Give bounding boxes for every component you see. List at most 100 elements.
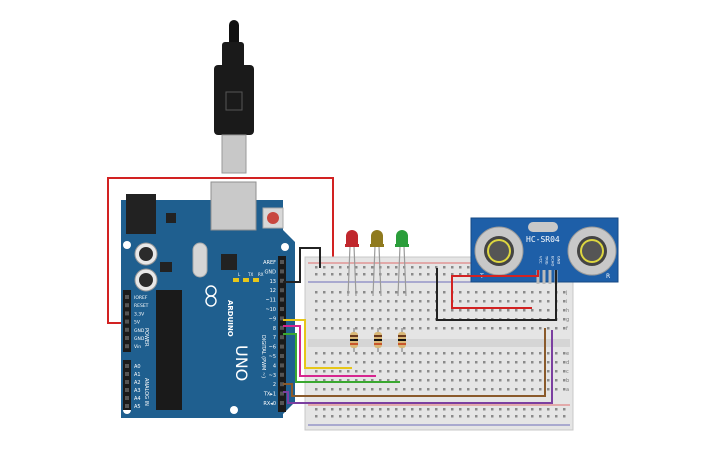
breadboard-hole[interactable] xyxy=(331,388,334,391)
breadboard-hole[interactable] xyxy=(347,309,350,312)
header-pin[interactable] xyxy=(280,335,284,340)
breadboard-hole[interactable] xyxy=(371,408,374,411)
breadboard-hole[interactable] xyxy=(539,309,542,312)
breadboard-hole[interactable] xyxy=(355,318,358,321)
breadboard-hole[interactable] xyxy=(539,300,542,303)
breadboard-hole[interactable] xyxy=(499,352,502,355)
breadboard-hole[interactable] xyxy=(491,352,494,355)
breadboard-hole[interactable] xyxy=(507,352,510,355)
breadboard-hole[interactable] xyxy=(323,370,326,373)
breadboard-hole[interactable] xyxy=(347,266,350,269)
breadboard-hole[interactable] xyxy=(395,361,398,364)
breadboard-hole[interactable] xyxy=(483,361,486,364)
breadboard-hole[interactable] xyxy=(531,352,534,355)
breadboard-hole[interactable] xyxy=(459,408,462,411)
header-pin[interactable] xyxy=(280,344,284,349)
breadboard-hole[interactable] xyxy=(339,408,342,411)
breadboard-hole[interactable] xyxy=(427,352,430,355)
breadboard-hole[interactable] xyxy=(467,327,470,330)
breadboard-hole[interactable] xyxy=(563,309,566,312)
breadboard-hole[interactable] xyxy=(355,273,358,276)
breadboard-hole[interactable] xyxy=(515,415,518,418)
breadboard-hole[interactable] xyxy=(355,266,358,269)
breadboard-hole[interactable] xyxy=(347,408,350,411)
breadboard-hole[interactable] xyxy=(451,370,454,373)
header-pin[interactable] xyxy=(125,388,129,392)
breadboard-hole[interactable] xyxy=(547,291,550,294)
breadboard-hole[interactable] xyxy=(395,370,398,373)
breadboard-hole[interactable] xyxy=(523,352,526,355)
breadboard-hole[interactable] xyxy=(355,309,358,312)
breadboard-hole[interactable] xyxy=(547,370,550,373)
breadboard-hole[interactable] xyxy=(387,300,390,303)
breadboard-hole[interactable] xyxy=(475,361,478,364)
breadboard-hole[interactable] xyxy=(323,408,326,411)
breadboard-hole[interactable] xyxy=(403,300,406,303)
header-pin[interactable] xyxy=(125,344,129,349)
breadboard-hole[interactable] xyxy=(499,370,502,373)
breadboard-hole[interactable] xyxy=(371,379,374,382)
breadboard-hole[interactable] xyxy=(371,318,374,321)
breadboard-hole[interactable] xyxy=(523,388,526,391)
breadboard-hole[interactable] xyxy=(467,408,470,411)
breadboard-hole[interactable] xyxy=(483,291,486,294)
breadboard-hole[interactable] xyxy=(411,309,414,312)
breadboard-hole[interactable] xyxy=(331,300,334,303)
breadboard-hole[interactable] xyxy=(339,388,342,391)
breadboard-hole[interactable] xyxy=(355,415,358,418)
breadboard-hole[interactable] xyxy=(363,300,366,303)
breadboard-hole[interactable] xyxy=(403,370,406,373)
breadboard-hole[interactable] xyxy=(459,388,462,391)
breadboard-hole[interactable] xyxy=(515,300,518,303)
header-pin[interactable] xyxy=(280,297,284,302)
breadboard-hole[interactable] xyxy=(395,309,398,312)
breadboard-hole[interactable] xyxy=(403,273,406,276)
breadboard-hole[interactable] xyxy=(443,327,446,330)
breadboard-hole[interactable] xyxy=(403,361,406,364)
breadboard-hole[interactable] xyxy=(531,415,534,418)
breadboard-hole[interactable] xyxy=(563,352,566,355)
header-pin[interactable] xyxy=(280,316,284,321)
breadboard-hole[interactable] xyxy=(411,273,414,276)
breadboard-hole[interactable] xyxy=(427,266,430,269)
breadboard-hole[interactable] xyxy=(483,352,486,355)
breadboard-hole[interactable] xyxy=(379,361,382,364)
breadboard-hole[interactable] xyxy=(323,291,326,294)
breadboard-hole[interactable] xyxy=(507,327,510,330)
breadboard-hole[interactable] xyxy=(363,291,366,294)
breadboard-hole[interactable] xyxy=(403,388,406,391)
breadboard-hole[interactable] xyxy=(563,370,566,373)
breadboard-hole[interactable] xyxy=(467,266,470,269)
breadboard-hole[interactable] xyxy=(539,370,542,373)
sensor-pin[interactable] xyxy=(548,270,552,284)
breadboard-hole[interactable] xyxy=(331,379,334,382)
breadboard-hole[interactable] xyxy=(491,388,494,391)
breadboard-hole[interactable] xyxy=(563,388,566,391)
breadboard-hole[interactable] xyxy=(491,361,494,364)
breadboard-hole[interactable] xyxy=(347,388,350,391)
breadboard-hole[interactable] xyxy=(523,327,526,330)
breadboard-hole[interactable] xyxy=(515,370,518,373)
breadboard-hole[interactable] xyxy=(451,327,454,330)
breadboard-hole[interactable] xyxy=(451,309,454,312)
breadboard-hole[interactable] xyxy=(483,300,486,303)
breadboard-hole[interactable] xyxy=(451,388,454,391)
breadboard-hole[interactable] xyxy=(339,300,342,303)
breadboard-hole[interactable] xyxy=(539,361,542,364)
breadboard-hole[interactable] xyxy=(539,327,542,330)
breadboard-hole[interactable] xyxy=(539,291,542,294)
breadboard-hole[interactable] xyxy=(411,327,414,330)
breadboard-hole[interactable] xyxy=(459,300,462,303)
header-pin[interactable] xyxy=(125,311,129,316)
breadboard-hole[interactable] xyxy=(395,352,398,355)
breadboard-hole[interactable] xyxy=(379,379,382,382)
breadboard-hole[interactable] xyxy=(467,379,470,382)
breadboard-hole[interactable] xyxy=(339,318,342,321)
breadboard-hole[interactable] xyxy=(475,415,478,418)
breadboard-hole[interactable] xyxy=(387,408,390,411)
breadboard-hole[interactable] xyxy=(483,370,486,373)
breadboard-hole[interactable] xyxy=(451,352,454,355)
breadboard-hole[interactable] xyxy=(427,309,430,312)
header-pin[interactable] xyxy=(125,319,129,324)
breadboard-hole[interactable] xyxy=(451,415,454,418)
